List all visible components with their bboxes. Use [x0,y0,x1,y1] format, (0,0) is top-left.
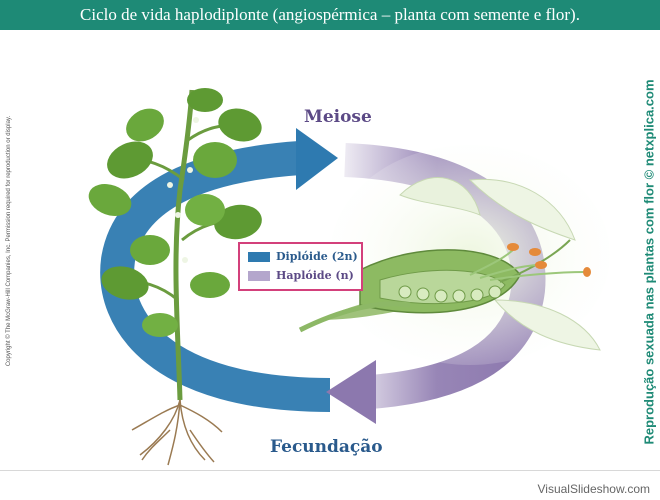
diploid-arrowhead [296,128,338,190]
slide-title: Ciclo de vida haplodiplonte (angiospérmi… [80,5,580,24]
footer-brand: VisualSlideshow.com [537,482,650,496]
haploid-arrowhead [326,360,376,424]
slide-title-bar: Ciclo de vida haplodiplonte (angiospérmi… [0,0,660,30]
diploid-swatch [248,251,270,262]
legend-diploid-label: Diplóide (2n) [276,250,358,263]
legend-haploid-label: Haplóide (n) [276,269,354,282]
plant-illustration [88,88,262,466]
meiose-label: Meiose [304,107,372,127]
haploid-swatch [248,270,270,281]
footer-divider [0,470,660,471]
fecundacao-label: Fecundação [270,437,383,457]
legend-row-haploid: Haplóide (n) [248,269,354,282]
legend-row-diploid: Diplóide (2n) [248,250,358,263]
flower-illustration [298,145,610,365]
legend: Diplóide (2n) Haplóide (n) [238,242,363,291]
